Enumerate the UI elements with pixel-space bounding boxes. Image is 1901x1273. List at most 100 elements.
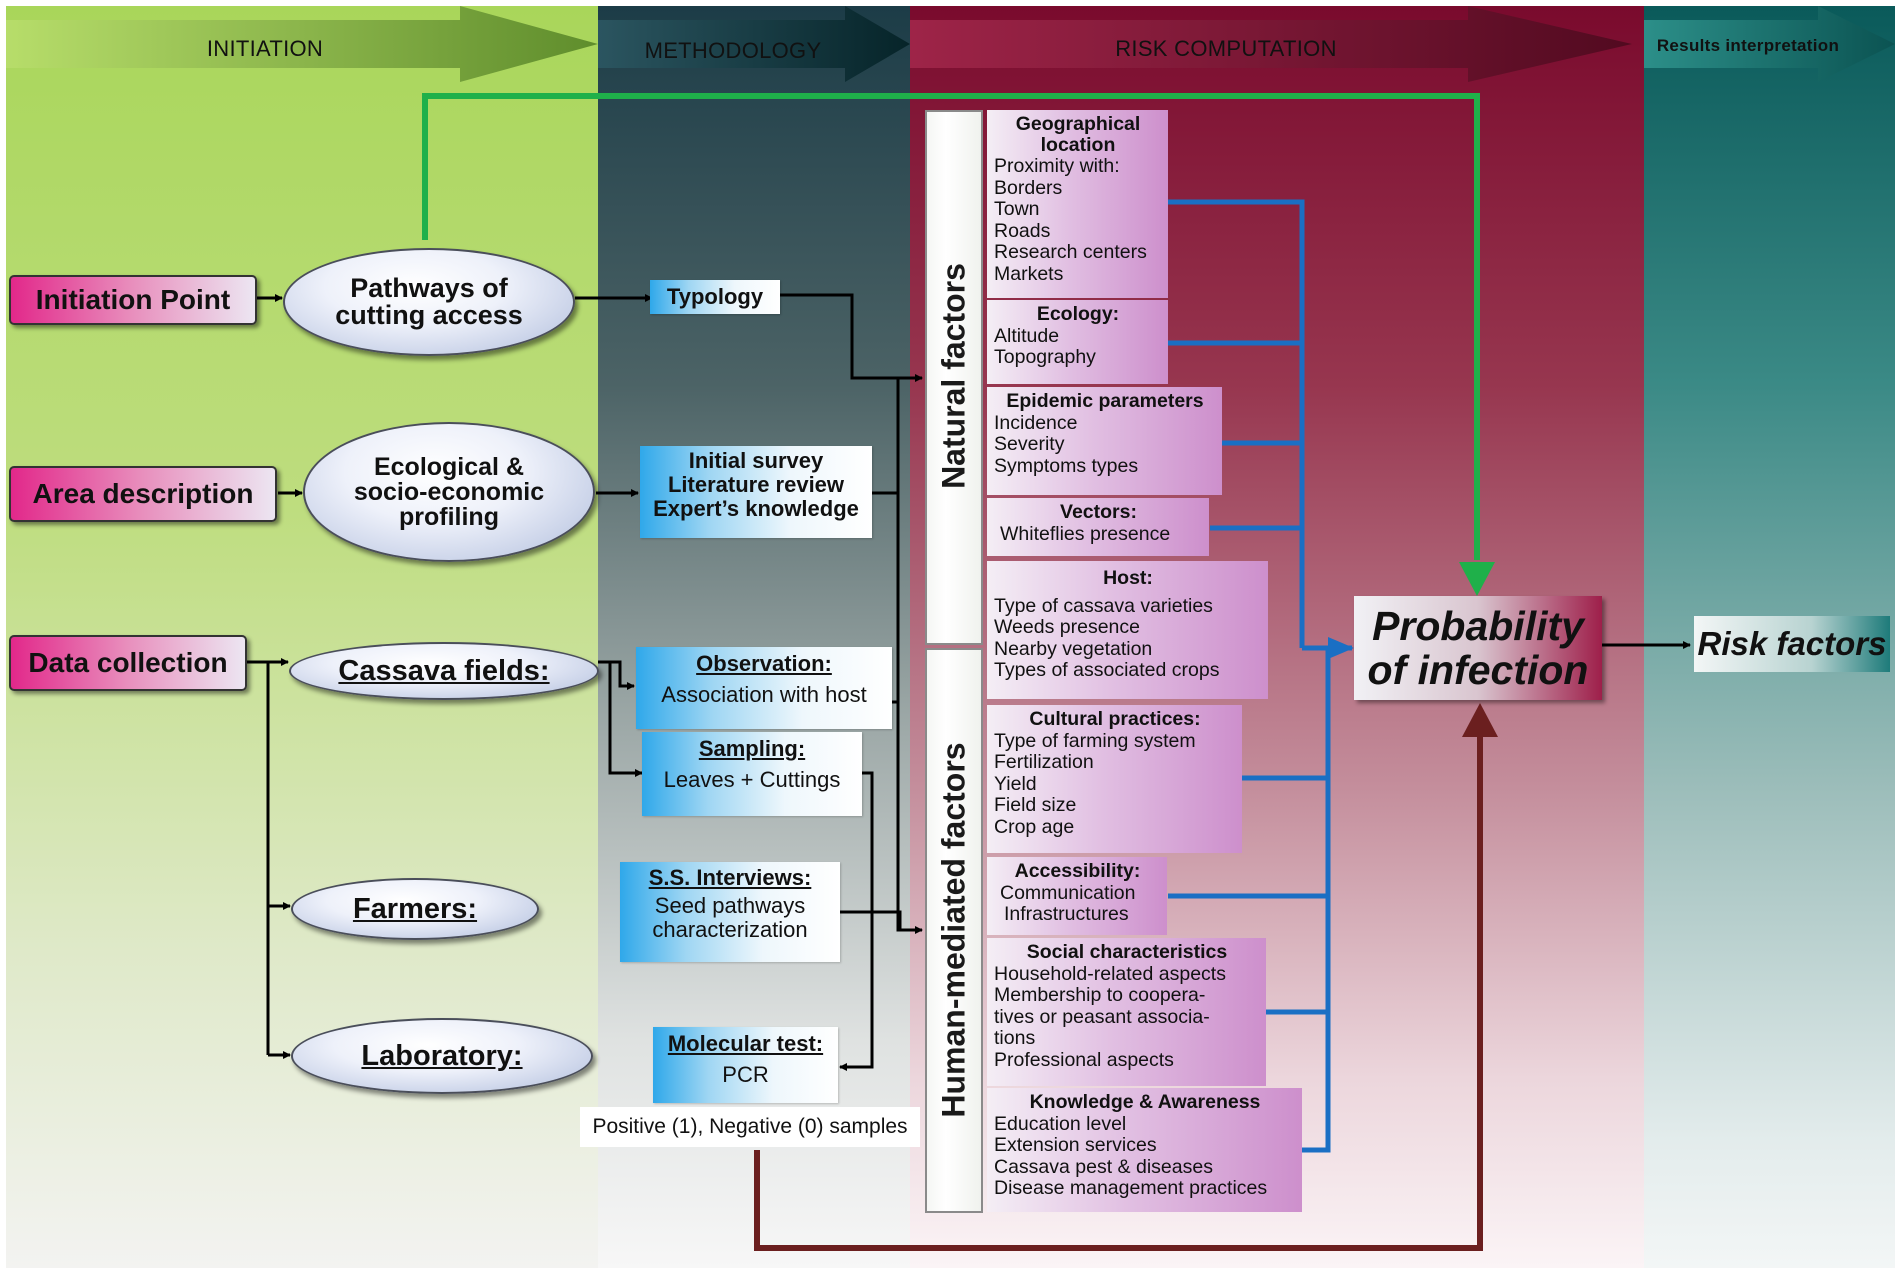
vectors-item: Whiteflies presence	[1000, 522, 1171, 545]
geo-item: Town	[994, 198, 1040, 220]
epidemic-item: Severity	[994, 433, 1065, 455]
host-item: Weeds presence	[994, 616, 1140, 638]
cassava-fields-ellipse: Cassava fields:	[289, 642, 599, 700]
phase-initiation-label: INITIATION	[206, 36, 324, 61]
human-factors-bar	[925, 648, 983, 1213]
social-item: Professional aspects	[994, 1048, 1174, 1071]
typology-box: Typology	[650, 280, 780, 314]
human-factors-label: Human-mediated factors	[935, 742, 972, 1118]
factor-knowledge: Knowledge & Awareness Education level Ex…	[987, 1088, 1302, 1212]
literature-review-label: Literature review	[667, 472, 845, 497]
accessibility-title: Accessibility:	[1014, 860, 1141, 882]
interviews-body-1: Seed pathways	[654, 893, 806, 918]
geo-item: Roads	[994, 219, 1051, 242]
farmers-label: Farmers:	[352, 892, 478, 925]
laboratory-ellipse: Laboratory:	[291, 1018, 593, 1094]
cassava-fields-label: Cassava fields:	[338, 654, 550, 687]
phase-risk-computation-label: RISK COMPUTATION	[1115, 36, 1337, 61]
host-item: Type of cassava varieties	[994, 594, 1213, 617]
knowledge-item: Education level	[994, 1112, 1127, 1135]
factor-geographical: Geographical location Proximity with: Bo…	[987, 110, 1168, 298]
initiation-point-box: Initiation Point	[9, 275, 257, 325]
social-item: Membership to cooperа-	[994, 984, 1206, 1006]
ecology-title: Ecology:	[1036, 303, 1120, 325]
cultural-item: Crop age	[994, 815, 1075, 838]
probability-label-2: of infection	[1367, 647, 1589, 693]
social-item: tives or peasant associa-	[994, 1005, 1210, 1028]
laboratory-label: Laboratory:	[361, 1039, 523, 1072]
vectors-title: Vectors:	[1060, 501, 1137, 523]
molecular-title: Molecular test:	[667, 1031, 824, 1056]
green-path-line	[422, 93, 1480, 560]
cultural-item: Field size	[994, 794, 1077, 816]
profiling-label-2: socio-economic	[353, 477, 545, 506]
factor-vectors: Vectors: Whiteflies presence	[987, 498, 1209, 556]
accessibility-item: Communication	[1000, 881, 1136, 904]
area-description-box: Area description	[9, 466, 277, 522]
social-item: tions	[994, 1027, 1036, 1049]
natural-factors-label: Natural factors	[935, 263, 972, 489]
geo-item: Proximity with:	[994, 155, 1120, 177]
conn-cassava-obs	[598, 660, 635, 690]
knowledge-title: Knowledge & Awareness	[1029, 1091, 1261, 1113]
green-path-arrowhead	[1459, 562, 1495, 596]
phase-methodology-label: METHODOLOGY	[644, 38, 822, 63]
ecology-item: Topography	[994, 346, 1096, 368]
geo-title-1: Geographical	[1015, 113, 1141, 135]
cultural-item: Type of farming system	[994, 729, 1196, 752]
phase-results-label: Results interpretation	[1656, 36, 1840, 55]
profiling-label-1: Ecological &	[373, 452, 525, 481]
experts-knowledge-label: Expert’s knowledge	[653, 496, 859, 521]
brown-feedback-arrowhead	[1462, 703, 1498, 737]
factor-ecology: Ecology: Altitude Topography	[987, 300, 1168, 384]
cultural-title: Cultural practices:	[1029, 708, 1201, 730]
factor-host: Host: Type of cassava varieties Weeds pr…	[987, 561, 1268, 699]
factor-cultural: Cultural practices: Type of farming syst…	[987, 705, 1242, 853]
blue-natural-links	[1168, 199, 1305, 648]
ecology-item: Altitude	[994, 324, 1060, 347]
host-item: Nearby vegetation	[994, 637, 1153, 660]
conn-interviews-human	[840, 910, 902, 930]
interviews-body-2: characterization	[652, 917, 808, 942]
geo-title-2: location	[1040, 134, 1116, 156]
sampling-title: Sampling:	[698, 736, 806, 761]
observation-box: Observation: Association with host	[636, 647, 892, 729]
sampling-body: Leaves + Cuttings	[663, 767, 841, 793]
probability-label-1: Probability	[1372, 603, 1584, 649]
social-title: Social characteristics	[1026, 941, 1228, 963]
accessibility-item: Infrastructures	[1004, 903, 1129, 925]
epidemic-item: Symptoms types	[994, 454, 1139, 477]
geo-item: Borders	[994, 176, 1063, 199]
risk-factors-box: Risk factors	[1694, 616, 1890, 672]
cultural-item: Yield	[994, 772, 1037, 795]
probability-of-infection-box: Probability of infection	[1354, 596, 1602, 700]
host-item: Types of associated crops	[994, 659, 1220, 681]
survey-box: Initial survey Literature review Expert’…	[640, 446, 872, 538]
conn-cassava-sampling	[608, 662, 643, 777]
initial-survey-label: Initial survey	[688, 448, 824, 473]
social-item: Household-related aspects	[994, 962, 1226, 985]
cultural-item: Fertilization	[994, 751, 1094, 773]
results-arrow	[1644, 6, 1895, 82]
conn-methodology-trunk	[896, 378, 923, 934]
observation-title: Observation:	[696, 651, 832, 676]
geo-item: Research centers	[994, 241, 1147, 263]
interviews-box: S.S. Interviews: Seed pathways character…	[620, 862, 840, 962]
knowledge-item: Extension services	[994, 1134, 1157, 1156]
data-collection-box: Data collection	[9, 635, 247, 691]
samples-note: Positive (1), Negative (0) samples	[580, 1107, 920, 1147]
factor-social: Social characteristics Household-related…	[987, 938, 1266, 1086]
pathways-label-2: cutting access	[335, 300, 523, 330]
initiation-arrow	[6, 6, 598, 82]
factor-epidemic: Epidemic parameters Incidence Severity S…	[987, 387, 1222, 495]
farmers-ellipse: Farmers:	[291, 878, 539, 940]
conn-sampling-molecular	[839, 771, 874, 1071]
conn-typology-natural	[780, 293, 923, 382]
geo-item: Markets	[994, 262, 1064, 285]
interviews-title: S.S. Interviews:	[648, 865, 812, 890]
